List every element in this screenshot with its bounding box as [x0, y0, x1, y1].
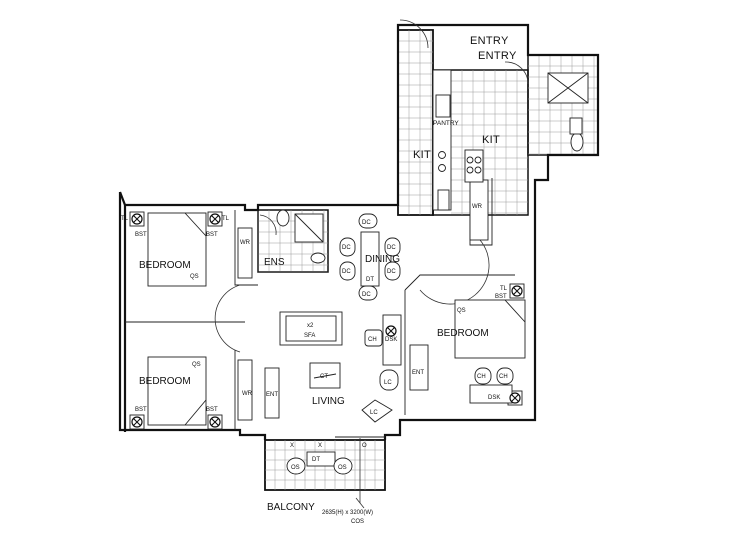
- label-bst-4: BST: [206, 407, 218, 413]
- label-ch-2: CH: [477, 374, 486, 380]
- dimension-code: COS: [351, 519, 364, 525]
- room-label-balcony: BALCONY: [267, 502, 315, 513]
- label-os-2: OS: [338, 465, 347, 471]
- label-bst-2: BST: [206, 232, 218, 238]
- coffee-table: [309, 362, 341, 389]
- label-dc-5: DC: [387, 269, 396, 275]
- label-bst-5: BST: [495, 294, 507, 300]
- room-label-kit-a: KIT: [413, 149, 431, 161]
- label-bst-3: BST: [135, 407, 147, 413]
- label-tl-3: TL: [500, 286, 508, 292]
- balcony-furniture: [286, 436, 385, 475]
- label-ch-1: CH: [368, 337, 377, 343]
- room-label-pantry: PANTRY: [433, 120, 459, 127]
- lamp-cross: [211, 418, 219, 426]
- lamp-cross: [387, 327, 395, 335]
- label-x2: x2: [307, 323, 314, 329]
- room-label-dining: DINING: [365, 254, 400, 265]
- outer-walls: [118, 23, 600, 440]
- label-wr-2: WR: [242, 391, 253, 397]
- label-bst-1: BST: [135, 232, 147, 238]
- door-arcs: [214, 19, 529, 353]
- label-ent-1: ENT: [266, 392, 278, 398]
- label-tl-2: TL: [222, 216, 230, 222]
- room-label-bedroom-left-top: BEDROOM: [139, 260, 191, 271]
- kitchen-fixtures: [432, 69, 484, 211]
- room-label-kit-b: KIT: [482, 134, 500, 146]
- label-qs-2: QS: [192, 362, 201, 368]
- label-wr-1: WR: [240, 240, 251, 246]
- bathroom-right-tiles: [527, 54, 599, 156]
- lamp-cross: [133, 215, 141, 223]
- label-ch-3: CH: [499, 374, 508, 380]
- label-os-1: OS: [291, 465, 300, 471]
- label-lc-1: LC: [384, 380, 392, 386]
- sofa: [279, 311, 343, 346]
- label-sfa: SFA: [304, 333, 315, 339]
- label-dc-4: DC: [387, 245, 396, 251]
- bedside-lamps: [131, 213, 523, 428]
- dimension-leader: [355, 438, 365, 509]
- bed-top-left: [147, 212, 207, 287]
- label-dc-2: DC: [342, 245, 351, 251]
- label-dsk-1: DSK: [385, 337, 397, 343]
- room-label-bedroom-left-bottom: BEDROOM: [139, 376, 191, 387]
- lamp-cross: [211, 215, 219, 223]
- room-label-ens: ENS: [264, 257, 285, 268]
- room-label-entry-a: ENTRY: [470, 35, 509, 47]
- label-o: O: [362, 443, 367, 449]
- lamp-cross: [133, 418, 141, 426]
- interior-walls: [125, 178, 515, 430]
- label-qs-1: QS: [190, 274, 199, 280]
- label-dc-1: DC: [362, 220, 371, 226]
- dining-set: [339, 213, 401, 301]
- desk-right: [469, 367, 514, 404]
- label-tl-1: TL: [121, 216, 129, 222]
- label-wr-3: WR: [472, 204, 483, 210]
- room-label-living: LIVING: [312, 396, 345, 407]
- label-dt-1: DT: [366, 277, 374, 283]
- room-label-bedroom-right: BEDROOM: [437, 328, 489, 339]
- label-dt-2: DT: [312, 457, 320, 463]
- room-label-entry-b: ENTRY: [478, 50, 517, 62]
- lamp-cross: [513, 287, 521, 295]
- wardrobes: [237, 179, 489, 421]
- label-x-2: X: [318, 443, 322, 449]
- label-dc-6: DC: [362, 292, 371, 298]
- lamp-cross: [511, 394, 519, 402]
- bed-right: [454, 299, 526, 359]
- label-qs-3: QS: [457, 308, 466, 314]
- bed-bottom-left: [147, 356, 207, 426]
- bathroom-fixtures: [276, 72, 589, 264]
- label-ct: CT: [320, 374, 328, 380]
- dimension-size: 2635(H) x 3200(W): [322, 510, 373, 516]
- label-ent-2: ENT: [412, 370, 424, 376]
- label-dc-3: DC: [342, 269, 351, 275]
- label-lc-2: LC: [370, 410, 378, 416]
- label-dsk-2: DSK: [488, 395, 500, 401]
- entry-corridor-tiles: [397, 29, 434, 216]
- label-x-1: X: [290, 443, 294, 449]
